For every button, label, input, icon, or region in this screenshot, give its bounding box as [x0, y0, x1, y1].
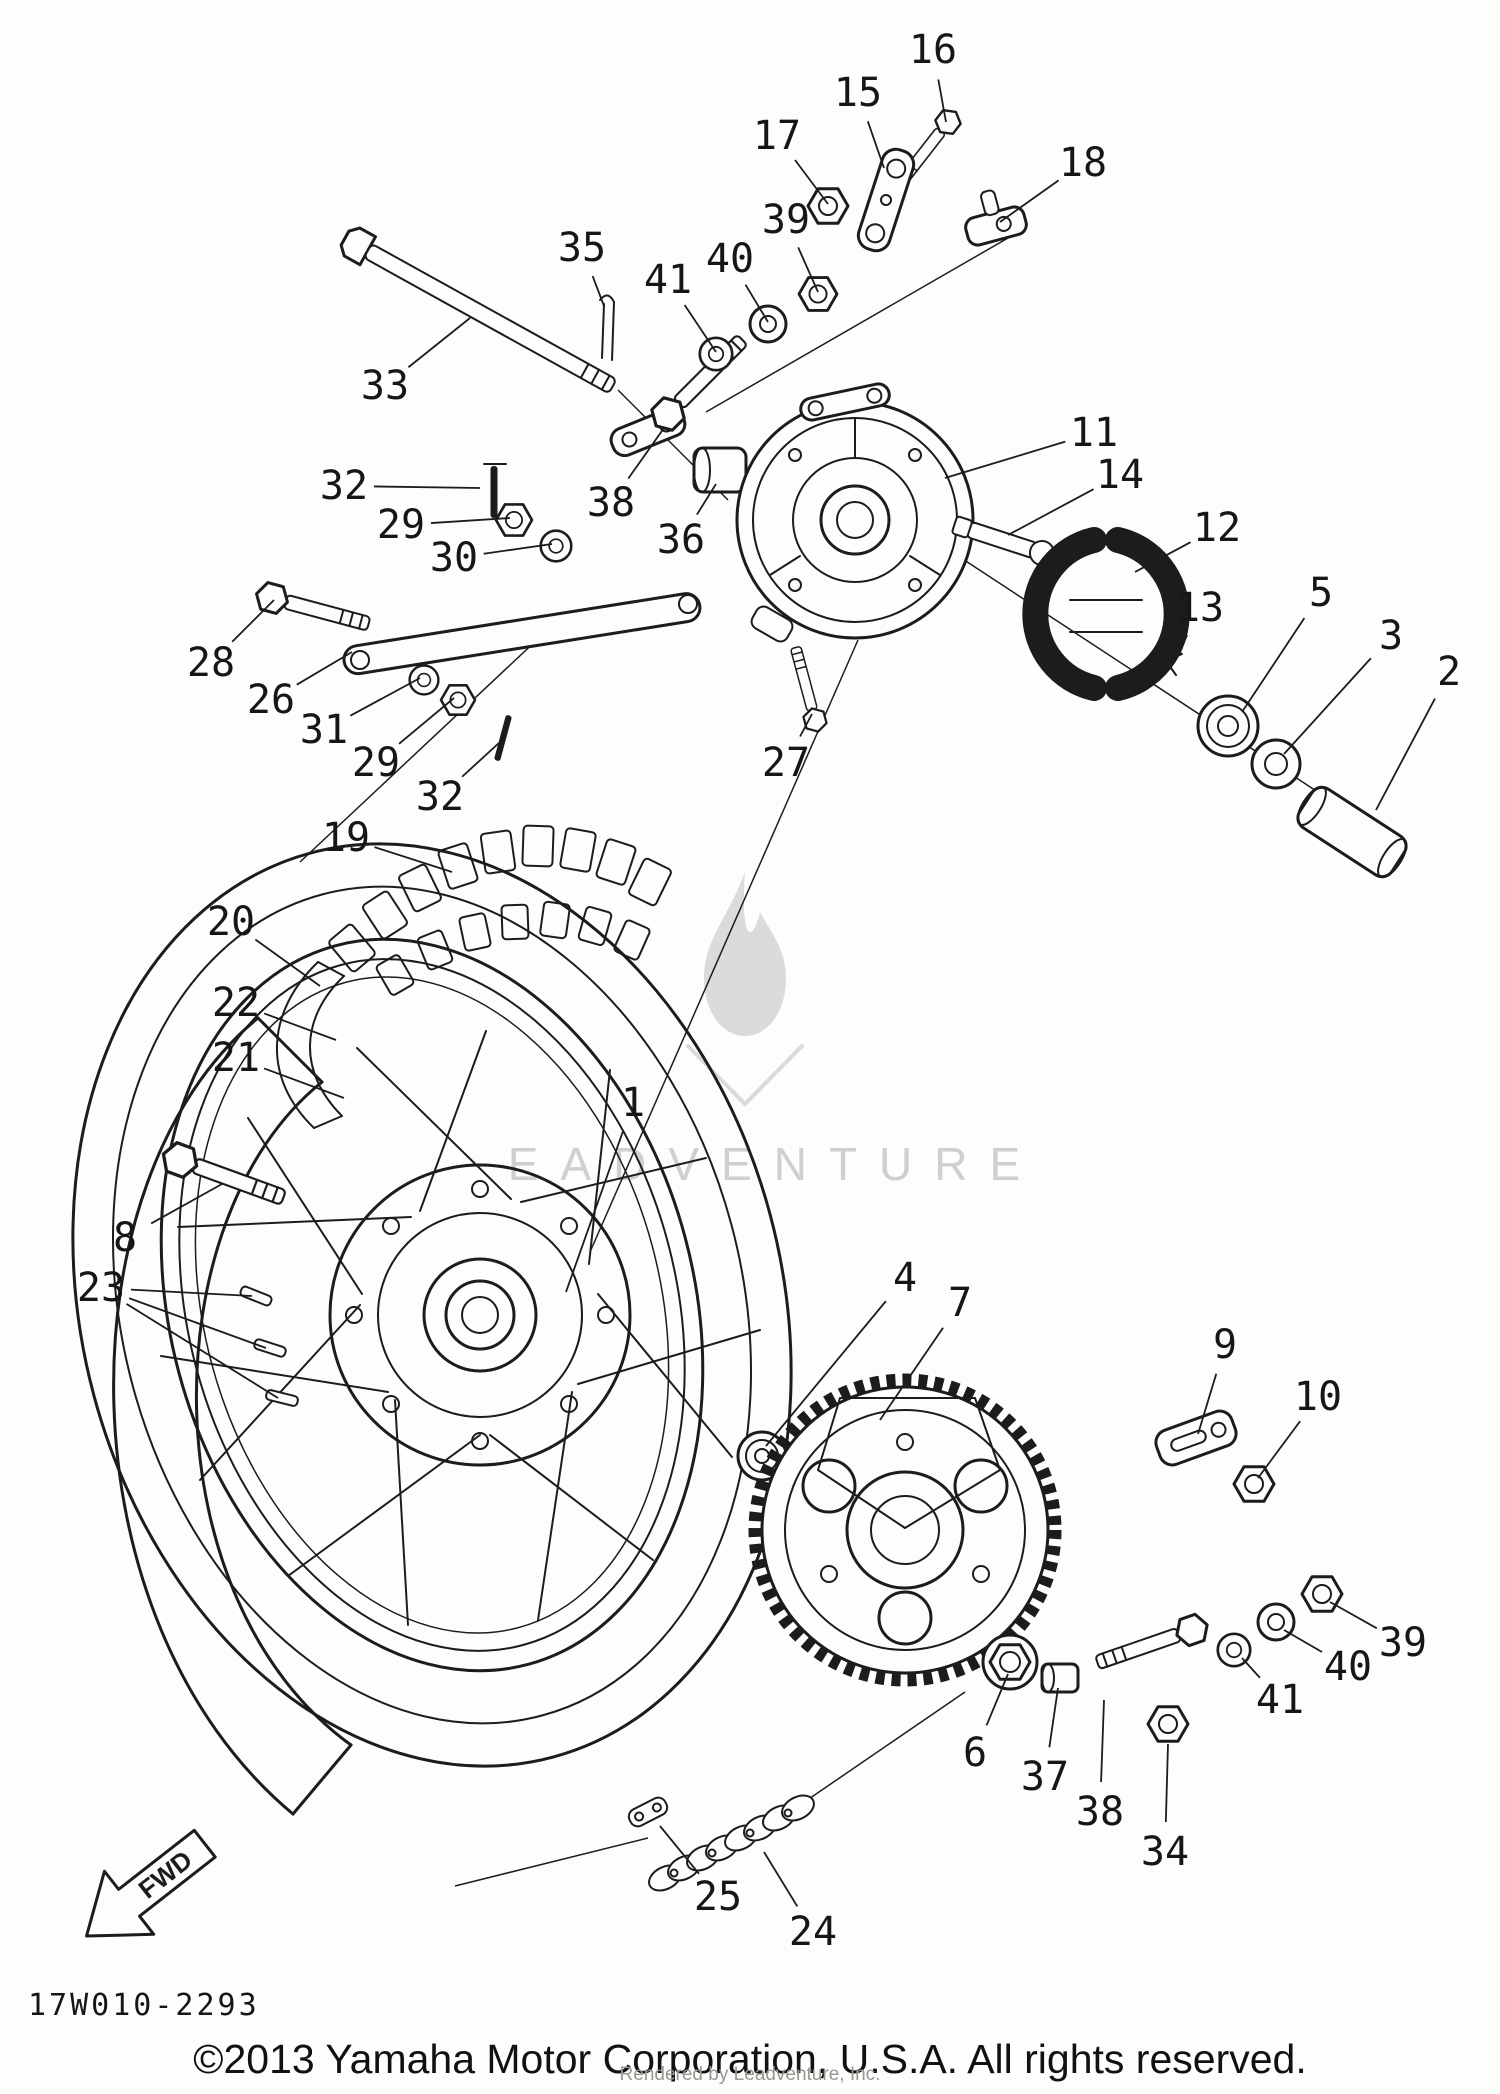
callout-41: 41: [643, 257, 693, 303]
callout-28: 28: [186, 640, 236, 686]
pin-32a: [490, 466, 498, 518]
callout-13: 13: [1175, 585, 1225, 631]
inner-tube: [112, 1016, 353, 1816]
nut-39a: [797, 276, 839, 312]
callout-39: 39: [1378, 1620, 1428, 1666]
rear-wheel: [71, 842, 793, 1768]
callout-33: 33: [360, 363, 410, 409]
tire-tread-blocks: [328, 824, 672, 996]
callout-40: 40: [1323, 1644, 1373, 1690]
bearing-5: [1196, 694, 1260, 758]
callout-15: 15: [833, 70, 883, 116]
brake-backing-plate: [735, 382, 975, 643]
callout-38: 38: [586, 480, 636, 526]
callout-41: 41: [1255, 1677, 1305, 1723]
callout-23: 23: [76, 1265, 126, 1311]
washer-40b: [1256, 1602, 1296, 1642]
callout-6: 6: [962, 1730, 988, 1776]
spokes: [160, 1030, 761, 1626]
callout-17: 17: [752, 113, 802, 159]
callout-29: 29: [376, 502, 426, 548]
cotter-pin-35: [599, 294, 615, 361]
nut-10: [1232, 1465, 1276, 1503]
callout-2: 2: [1436, 649, 1462, 695]
callout-19: 19: [321, 815, 371, 861]
rear-axle: [339, 226, 616, 393]
callout-34: 34: [1140, 1829, 1190, 1875]
nut-17: [806, 187, 850, 225]
spoke-nipples-23: [239, 1285, 299, 1407]
callout-18: 18: [1058, 140, 1108, 186]
drive-chain: [648, 1794, 815, 1892]
callout-36: 36: [656, 517, 706, 563]
callout-8: 8: [112, 1215, 138, 1261]
callout-27: 27: [761, 740, 811, 786]
callout-26: 26: [246, 677, 296, 723]
callout-40: 40: [705, 236, 755, 282]
callout-5: 5: [1308, 570, 1334, 616]
washer-30: [539, 529, 573, 563]
callout-37: 37: [1020, 1754, 1070, 1800]
leader-lines: [126, 79, 1436, 1907]
callout-35: 35: [557, 225, 607, 271]
drive-sprocket: [748, 1373, 1062, 1687]
callout-14: 14: [1095, 452, 1145, 498]
chain-adjuster-9: [1154, 1409, 1238, 1467]
bracket-18: [964, 189, 1028, 247]
callout-30: 30: [429, 535, 479, 581]
axle-collar-2: [1296, 785, 1408, 879]
wheel-hub: [328, 1163, 632, 1467]
callout-31: 31: [299, 707, 349, 753]
callout-24: 24: [788, 1909, 838, 1955]
watermark-text: EADVENTURE: [508, 1138, 1042, 1190]
callout-10: 10: [1293, 1374, 1343, 1420]
collar-37: [1040, 1662, 1080, 1694]
bolt-27: [784, 643, 830, 736]
callout-38: 38: [1075, 1789, 1125, 1835]
callout-20: 20: [206, 899, 256, 945]
callout-16: 16: [908, 27, 958, 73]
bolt-28: [251, 579, 374, 639]
nut-29b: [439, 684, 477, 716]
pin-32b: [493, 714, 513, 762]
callout-3: 3: [1378, 613, 1404, 659]
callout-4: 4: [892, 1255, 918, 1301]
torque-arm-26: [342, 592, 702, 676]
copyright-notice: ©2013 Yamaha Motor Corporation, U.S.A. A…: [193, 2036, 1307, 2082]
washer-31: [408, 664, 440, 696]
washer-40a: [748, 304, 788, 344]
callout-25: 25: [693, 1874, 743, 1920]
bolt-38b: [1091, 1610, 1214, 1678]
flange-nut-6: [981, 1633, 1039, 1691]
callout-39: 39: [761, 197, 811, 243]
nut-34: [1146, 1705, 1190, 1743]
callout-9: 9: [1212, 1322, 1238, 1368]
brake-shoes: [1022, 527, 1190, 701]
washer-3: [1250, 738, 1302, 790]
callout-22: 22: [211, 980, 261, 1026]
tensioner-bracket-15: [856, 147, 916, 253]
callout-11: 11: [1069, 410, 1119, 456]
washer-41a: [698, 336, 734, 372]
callout-12: 12: [1192, 505, 1242, 551]
callout-32: 32: [415, 774, 465, 820]
nut-29a: [494, 503, 534, 537]
callout-7: 7: [947, 1280, 973, 1326]
watermark-credit: Rendered by Leadventure, Inc.: [619, 2064, 881, 2085]
fwd-arrow: FWD: [85, 1828, 217, 1938]
callout-21: 21: [211, 1035, 261, 1081]
callout-1: 1: [620, 1080, 646, 1126]
brake-spring-13: [1165, 611, 1183, 676]
spacer-collar-36: [692, 446, 748, 494]
callout-32: 32: [319, 463, 369, 509]
callout-29: 29: [351, 740, 401, 786]
master-link-25: [627, 1796, 669, 1828]
diagram-part-code: 17W010-2293: [28, 1988, 260, 2023]
adjuster-bolt-38: [644, 327, 755, 438]
